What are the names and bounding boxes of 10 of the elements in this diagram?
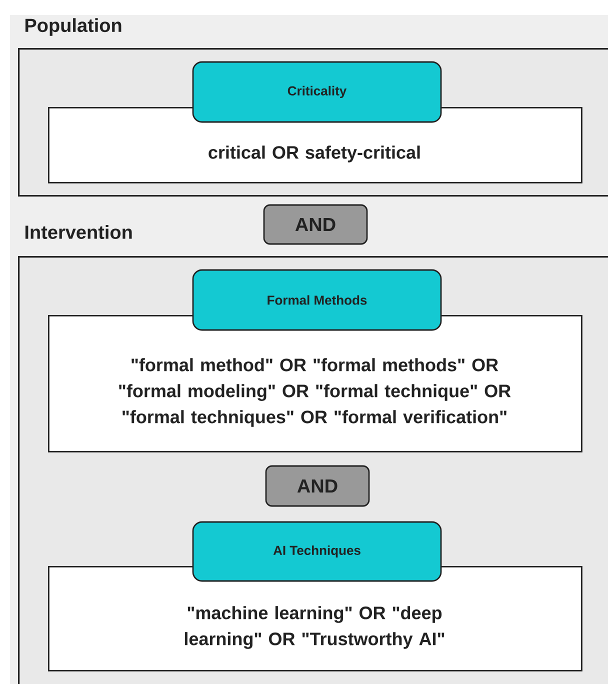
category-tab: Criticality bbox=[192, 61, 442, 123]
group-heading: Intervention bbox=[25, 225, 132, 239]
operator-box: AND bbox=[263, 204, 368, 245]
group-heading: Population bbox=[25, 18, 122, 36]
query-box: "formal method" OR "formal methods" OR "formal modeling" OR "formal technique" OR "formal techniques" OR "formal verification" bbox=[48, 315, 582, 452]
category-tab: Formal Methods bbox=[192, 269, 442, 331]
query-box: "machine learning" OR "deep learning" OR "Trustworthy AI" bbox=[48, 566, 582, 672]
operator-box: AND bbox=[265, 465, 370, 507]
category-tab: AI Techniques bbox=[192, 521, 442, 582]
query-box: critical OR safety-critical bbox=[48, 107, 582, 184]
